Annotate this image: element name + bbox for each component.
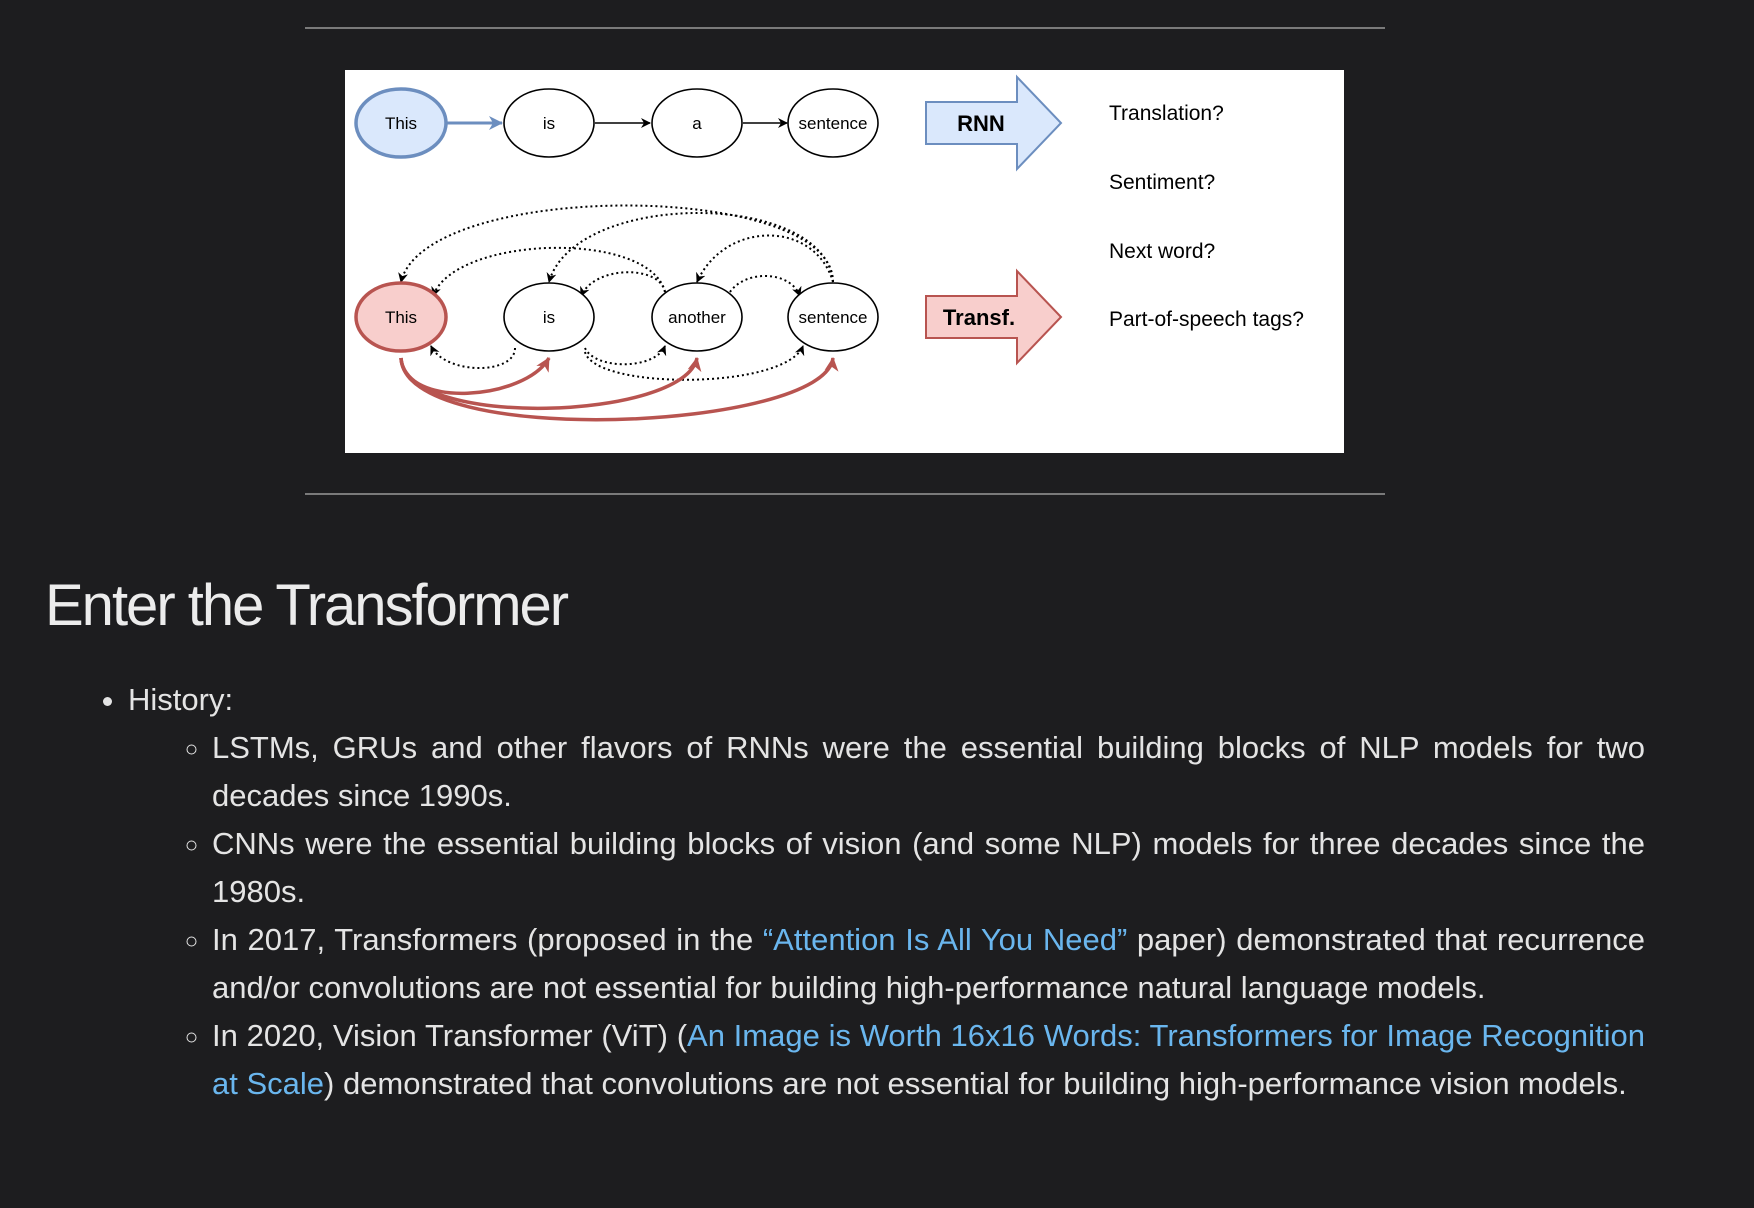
- top-divider: [305, 27, 1385, 29]
- history-item: History: LSTMs, GRUs and other flavors o…: [128, 676, 1645, 1108]
- transformer-node-label: This: [385, 308, 417, 327]
- subitem-text: paper) demonstrated that recurrence and/…: [212, 922, 1645, 1005]
- rnn-node-sentence: sentence: [787, 88, 879, 158]
- subitem-text: CNNs were the essential building blocks …: [212, 826, 1645, 909]
- history-subitem-cnn: CNNs were the essential building blocks …: [212, 820, 1645, 916]
- task-label-next-word: Next word?: [1109, 240, 1215, 263]
- history-subitem-vit: In 2020, Vision Transformer (ViT) (An Im…: [212, 1012, 1645, 1108]
- transformer-self-edges: [399, 357, 839, 422]
- rnn-node-label: a: [692, 114, 702, 133]
- section-title: Enter the Transformer: [45, 573, 569, 638]
- rnn-node-label: is: [543, 114, 555, 133]
- transformer-node-is: is: [503, 282, 595, 352]
- vit-paper-link[interactable]: An Image is Worth 16x16 Words: Transform…: [212, 1018, 1645, 1101]
- subitem-text: LSTMs, GRUs and other flavors of RNNs we…: [212, 730, 1645, 813]
- rnn-block-arrow: RNN: [925, 74, 1063, 172]
- rnn-node-a: a: [651, 88, 743, 158]
- history-list: History: LSTMs, GRUs and other flavors o…: [100, 676, 1645, 1108]
- attention-edges-upper: [398, 204, 834, 297]
- rnn-node-this: This: [354, 87, 448, 159]
- subitem-text: In 2020, Vision Transformer (ViT) (: [212, 1018, 688, 1053]
- history-label: History:: [128, 682, 234, 717]
- history-subitem-rnn: LSTMs, GRUs and other flavors of RNNs we…: [212, 724, 1645, 820]
- rnn-node-is: is: [503, 88, 595, 158]
- transformer-node-label: another: [668, 308, 726, 327]
- rnn-node-label: This: [385, 114, 417, 133]
- task-label-pos-tags: Part-of-speech tags?: [1109, 308, 1304, 331]
- transformer-node-label: is: [543, 308, 555, 327]
- rnn-arrow-label: RNN: [957, 111, 1005, 136]
- transformer-node-this: This: [354, 281, 448, 353]
- subitem-text: In 2017, Transformers (proposed in the: [212, 922, 763, 957]
- rnn-vs-transformer-figure: This is a sentence RNN Translation? Sent…: [345, 70, 1344, 453]
- subitem-text: ) demonstrated that convolutions are not…: [324, 1066, 1627, 1101]
- attention-edges-lower: [430, 345, 805, 381]
- transformer-node-another: another: [651, 282, 743, 352]
- task-label-sentiment: Sentiment?: [1109, 171, 1215, 194]
- bottom-divider: [305, 493, 1385, 495]
- transformer-block-arrow: Transf.: [925, 268, 1063, 366]
- transformer-node-sentence: sentence: [787, 282, 879, 352]
- history-subitem-transformer: In 2017, Transformers (proposed in the “…: [212, 916, 1645, 1012]
- transformer-arrow-label: Transf.: [943, 305, 1015, 330]
- rnn-node-label: sentence: [799, 114, 868, 133]
- task-label-translation: Translation?: [1109, 102, 1224, 125]
- transformer-node-label: sentence: [799, 308, 868, 327]
- attention-paper-link[interactable]: “Attention Is All You Need”: [762, 922, 1128, 957]
